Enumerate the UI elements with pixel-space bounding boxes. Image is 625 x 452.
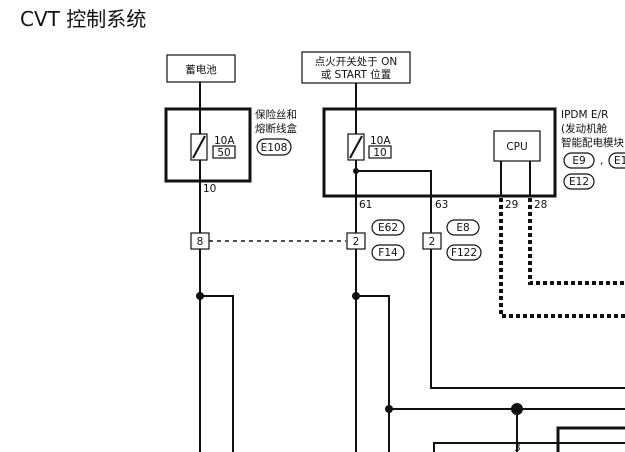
fuse-number-box xyxy=(212,145,236,159)
ipdm-name-line2: (发动机舱 xyxy=(561,122,608,135)
wire-mid-branch xyxy=(356,295,390,452)
ignition-block: 点火开关处于 ON 或 START 位置 xyxy=(301,51,411,84)
connector-pin-2-right-label: 2 xyxy=(429,236,436,248)
ipdm-fuse-number-box xyxy=(368,145,392,159)
ipdm-fuse-slash xyxy=(349,135,363,159)
fuse-box-name-line2: 熔断线盒 xyxy=(255,122,297,135)
connector-tag-e62-label: E62 xyxy=(378,222,398,234)
wire-left-branch xyxy=(200,295,234,452)
junction-bus-left xyxy=(385,405,393,413)
connector-pin-8 xyxy=(190,232,210,250)
connector-tag-e12 xyxy=(563,173,595,190)
fuse-slash xyxy=(192,135,206,159)
ipdm-box: 10A 10 CPU IPDM E/R (发动机舱 智能配电模块 E9 , E1… xyxy=(322,107,625,211)
fuse-link-box: 10A 50 保险丝和 熔断线盒 E108 10 xyxy=(164,107,297,195)
cpu-box xyxy=(493,130,541,162)
terminal-28: 28 xyxy=(534,199,547,211)
wire-29-shielded xyxy=(499,198,625,318)
ignition-box xyxy=(301,51,411,84)
connector-tag-f122 xyxy=(446,244,482,261)
connector-tag-e108 xyxy=(256,138,292,156)
connector-comma: , xyxy=(600,155,603,167)
ignition-label-line1: 点火开关处于 ON xyxy=(315,55,397,68)
connector-tag-e1 xyxy=(608,152,625,169)
connector-tag-e9-label: E9 xyxy=(572,155,585,167)
connector-tag-e9 xyxy=(563,152,595,169)
connector-tag-f14 xyxy=(371,244,405,261)
fuse-rating: 10A xyxy=(214,135,235,147)
cpu-label: CPU xyxy=(506,141,527,153)
connector-tag-e62 xyxy=(371,219,405,236)
battery-label: 蓄电池 xyxy=(185,63,217,76)
junction-ipdm xyxy=(353,168,359,174)
connector-tag-f122-label: F122 xyxy=(451,247,477,259)
wire-63-out xyxy=(430,196,625,389)
bottom-pin-3: 3 xyxy=(514,442,521,452)
junction-left xyxy=(196,292,204,300)
bottom-box-left xyxy=(433,442,625,452)
inline-connectors: 8 2 E62 F14 2 E8 F122 xyxy=(190,219,482,261)
junction-mid xyxy=(352,292,360,300)
wire-28-shielded xyxy=(528,198,625,285)
battery-box xyxy=(166,54,236,83)
ignition-label-line2: 或 START 位置 xyxy=(321,68,392,81)
bottom-box-right xyxy=(556,426,625,452)
terminal-61: 61 xyxy=(359,199,372,211)
terminal-10: 10 xyxy=(203,183,216,195)
ipdm-name-line1: IPDM E/R xyxy=(561,109,608,121)
terminal-63: 63 xyxy=(435,199,448,211)
connector-tag-e12-label: E12 xyxy=(569,176,589,188)
bottom-components: 3 xyxy=(433,426,625,452)
connector-tag-e8 xyxy=(446,219,480,236)
ipdm-box-outline xyxy=(322,107,557,198)
fuse-link-box-outline xyxy=(164,107,252,183)
connector-tag-e1-label: E1 xyxy=(614,155,625,167)
terminal-29: 29 xyxy=(505,199,518,211)
fuse-number: 50 xyxy=(217,147,230,159)
wire-to-63-internal xyxy=(356,170,432,196)
ipdm-fuse-rating: 10A xyxy=(370,135,391,147)
fuse-box-name-line1: 保险丝和 xyxy=(255,108,297,121)
connector-pin-2-mid xyxy=(346,232,366,250)
junction-bus-main xyxy=(511,403,523,415)
connector-pin-2-right xyxy=(422,232,442,250)
battery-block: 蓄电池 xyxy=(166,54,236,83)
diagram-title: CVT 控制系统 xyxy=(20,7,146,31)
wires xyxy=(196,82,625,452)
ipdm-name-line3: 智能配电模块 xyxy=(561,136,624,149)
connector-pin-2-mid-label: 2 xyxy=(353,236,360,248)
ipdm-fuse-number: 10 xyxy=(373,147,386,159)
connector-tag-e8-label: E8 xyxy=(456,222,469,234)
connector-tag-e108-label: E108 xyxy=(261,142,288,154)
connector-tag-f14-label: F14 xyxy=(378,247,398,259)
connector-pin-8-label: 8 xyxy=(197,236,204,248)
